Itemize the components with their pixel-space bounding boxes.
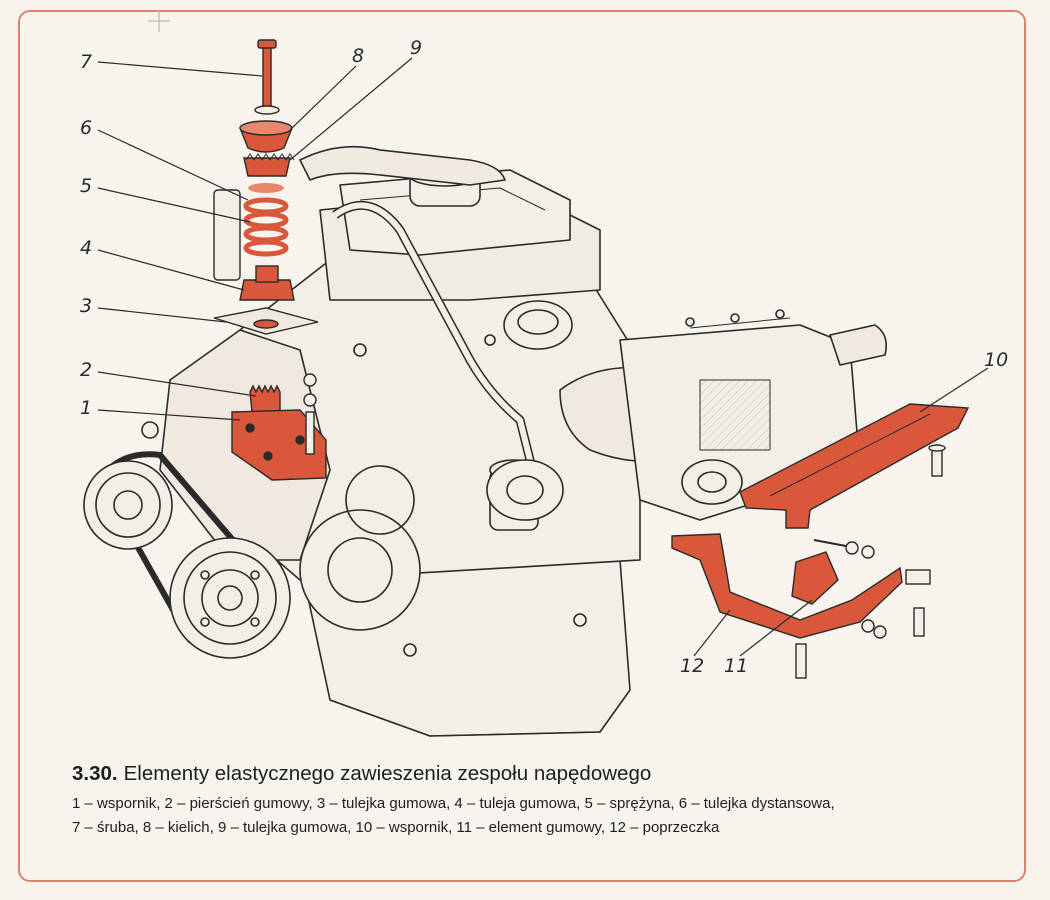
legend-line-2: 7 – śruba, 8 – kielich, 9 – tulejka gumo… [72,816,1012,840]
callout-4: 4 [80,237,92,259]
figure-caption: 3.30.Elementy elastycznego zawieszenia z… [72,760,1012,840]
bracket-part [231,409,327,481]
callout-2: 2 [80,359,92,381]
legend-item: 9 – tulejka gumowa, [217,819,356,836]
spring-part [243,197,289,257]
legend-item: 1 – wspornik, [72,795,165,812]
upper-bush-part [243,157,291,177]
figure-title: Elementy elastycznego zawieszenia zespoł… [123,762,652,785]
rubber-bushing-part [239,279,295,301]
callout-10: 10 [984,349,1008,371]
front-mount-parts [213,39,327,481]
callout-numbers: 7 8 9 6 5 4 3 2 1 10 11 12 [80,37,1008,677]
legend-item: 10 – wspornik, [355,819,457,836]
callout-8: 8 [352,45,364,67]
rubber-ring-part [249,384,281,413]
legend-item: 6 – tulejka dystansowa, [678,795,835,812]
pulleys [83,421,291,659]
legend-item: 5 – sprężyna, [584,795,679,812]
rear-mount-parts [671,403,970,679]
crossmember-part [671,533,903,639]
legend-item: 7 – śruba, [72,819,143,836]
legend-item: 8 – kielich, [142,819,218,836]
legend-item: 12 – poprzeczka [609,819,720,836]
figure-legend: 1 – wspornik, 2 – pierścień gumowy, 3 – … [72,792,1012,840]
legend-line-1: 1 – wspornik, 2 – pierścień gumowy, 3 – … [72,792,1012,816]
figure-number: 3.30. [72,762,118,785]
rubber-element-part [791,551,839,605]
callout-12: 12 [680,655,704,677]
callout-3: 3 [80,295,92,317]
caption-title-line: 3.30.Elementy elastycznego zawieszenia z… [72,760,1012,788]
engine-suspension-diagram: 7 8 9 6 5 4 3 2 1 10 11 12 [80,37,1008,737]
legend-item: 3 – tulejka gumowa, [316,795,455,812]
callout-6: 6 [80,117,92,139]
bolt-part [262,43,272,111]
callout-1: 1 [80,397,92,419]
registration-mark-icon [148,10,170,32]
legend-item: 4 – tuleja gumowa, [454,795,585,812]
rear-bracket-part [739,403,970,529]
legend-item: 11 – element gumowy, [456,819,610,836]
callout-5: 5 [80,175,92,197]
callout-11: 11 [724,655,748,677]
figure-frame [18,10,1026,882]
legend-item: 2 – pierścień gumowy, [164,795,317,812]
callout-7: 7 [80,51,92,73]
callout-9: 9 [410,37,422,59]
leader-lines [97,57,989,657]
